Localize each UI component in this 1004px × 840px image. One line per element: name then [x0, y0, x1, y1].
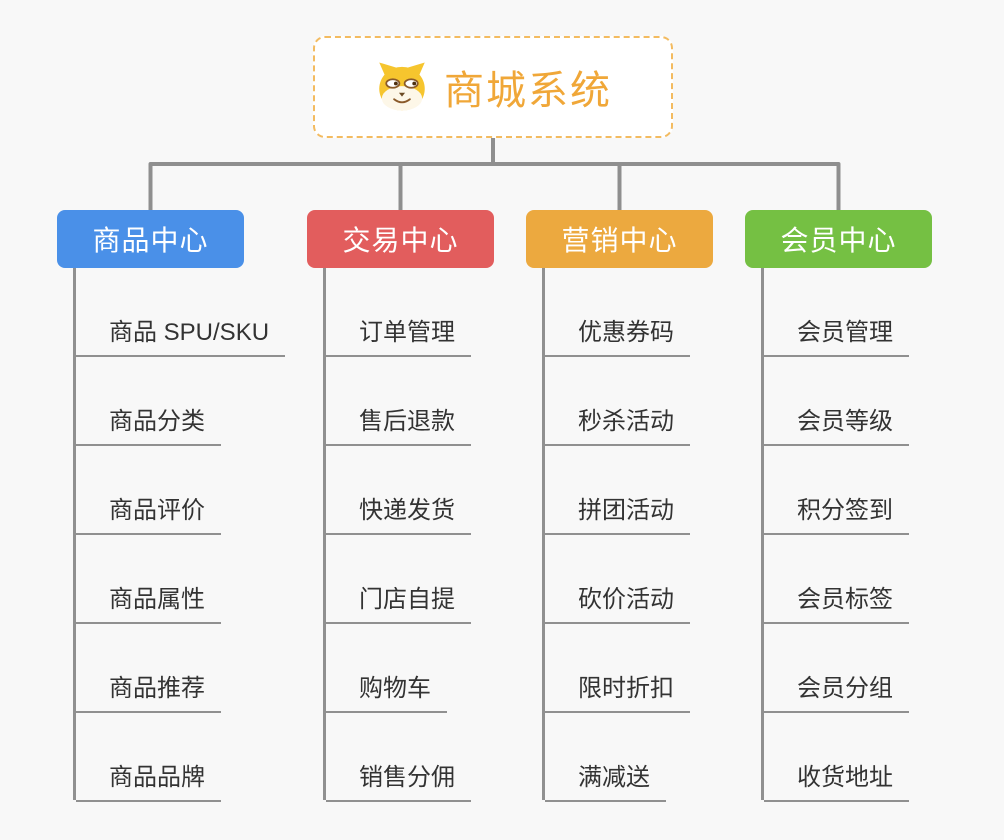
leaf-topic[interactable]: 商品评价 [76, 495, 221, 535]
root-topic[interactable]: 商城系统 [313, 36, 673, 138]
leaf-topic[interactable]: 积分签到 [764, 495, 909, 535]
branch-marketing-center[interactable]: 营销中心 [526, 210, 713, 268]
branch-label: 营销中心 [561, 225, 678, 256]
leaf-topic[interactable]: 优惠券码 [545, 317, 690, 357]
leaf-topic[interactable]: 销售分佣 [326, 762, 471, 802]
leaf-topic[interactable]: 秒杀活动 [545, 406, 690, 446]
leaf-topic[interactable]: 门店自提 [326, 584, 471, 624]
leaf-topic[interactable]: 商品推荐 [76, 673, 221, 713]
branch-member-center-children: 会员管理 会员等级 积分签到 会员标签 会员分组 收货地址 [761, 268, 994, 802]
leaf-topic[interactable]: 商品品牌 [76, 762, 221, 802]
leaf-topic[interactable]: 订单管理 [326, 317, 471, 357]
leaf-topic[interactable]: 会员管理 [764, 317, 909, 357]
leaf-topic[interactable]: 满减送 [545, 762, 666, 802]
leaf-topic[interactable]: 限时折扣 [545, 673, 690, 713]
root-topic-label: 商城系统 [444, 69, 612, 113]
branch-label: 商品中心 [92, 225, 209, 256]
branch-product-center-children: 商品 SPU/SKU 商品分类 商品评价 商品属性 商品推荐 商品品牌 [73, 268, 306, 802]
leaf-topic[interactable]: 会员标签 [764, 584, 909, 624]
branch-trade-center-children: 订单管理 售后退款 快递发货 门店自提 购物车 销售分佣 [323, 268, 556, 802]
leaf-topic[interactable]: 售后退款 [326, 406, 471, 446]
leaf-topic[interactable]: 会员等级 [764, 406, 909, 446]
leaf-topic[interactable]: 快递发货 [326, 495, 471, 535]
branch-member-center[interactable]: 会员中心 [745, 210, 932, 268]
branch-label: 交易中心 [342, 225, 459, 256]
dog-face-icon [379, 62, 425, 111]
leaf-topic[interactable]: 购物车 [326, 673, 447, 713]
branch-label: 会员中心 [780, 225, 897, 256]
leaf-topic[interactable]: 会员分组 [764, 673, 909, 713]
leaf-topic[interactable]: 拼团活动 [545, 495, 690, 535]
branch-trade-center[interactable]: 交易中心 [307, 210, 494, 268]
branch-marketing-center-children: 优惠券码 秒杀活动 拼团活动 砍价活动 限时折扣 满减送 [542, 268, 775, 802]
leaf-topic[interactable]: 商品分类 [76, 406, 221, 446]
leaf-topic[interactable]: 商品 SPU/SKU [76, 317, 286, 357]
leaf-topic[interactable]: 商品属性 [76, 584, 221, 624]
leaf-topic[interactable]: 收货地址 [764, 762, 909, 802]
branch-product-center[interactable]: 商品中心 [57, 210, 244, 268]
leaf-topic[interactable]: 砍价活动 [545, 584, 690, 624]
